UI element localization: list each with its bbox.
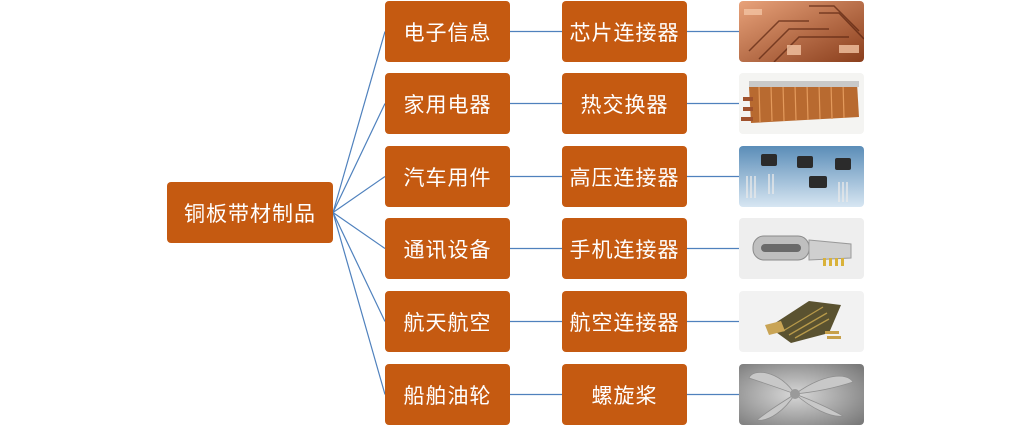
product-label: 热交换器 <box>580 92 669 117</box>
root-to-category-line <box>332 212 386 322</box>
heat-exchanger-photo <box>739 73 864 134</box>
category-node-electronics: 电子信息 <box>385 1 510 62</box>
product-label: 芯片连接器 <box>569 20 680 45</box>
category-label: 航天航空 <box>403 310 492 335</box>
category-node-aerospace: 航天航空 <box>385 291 510 352</box>
root-label: 铜板带材制品 <box>184 201 316 226</box>
product-label: 航空连接器 <box>569 310 680 335</box>
category-label: 船舶油轮 <box>403 383 492 408</box>
category-node-automotive: 汽车用件 <box>385 146 510 207</box>
root-node: 铜板带材制品 <box>167 182 333 243</box>
category-node-marine: 船舶油轮 <box>385 364 510 425</box>
product-node-chip-connector: 芯片连接器 <box>562 1 687 62</box>
root-to-category-line <box>332 103 386 213</box>
product-node-phone-connector: 手机连接器 <box>562 218 687 279</box>
category-label: 汽车用件 <box>403 165 492 190</box>
product-label: 螺旋桨 <box>591 383 658 408</box>
root-to-category-line <box>332 176 386 213</box>
high-voltage-connector-photo <box>739 146 864 207</box>
phone-connector-photo <box>739 218 864 279</box>
category-node-appliances: 家用电器 <box>385 73 510 134</box>
chip-connector-photo <box>739 1 864 62</box>
category-label: 家用电器 <box>403 92 492 117</box>
aviation-connector-photo <box>739 291 864 352</box>
product-label: 高压连接器 <box>569 165 680 190</box>
category-label: 通讯设备 <box>403 237 492 262</box>
product-label: 手机连接器 <box>569 237 680 262</box>
product-node-propeller: 螺旋桨 <box>562 364 687 425</box>
category-node-telecom: 通讯设备 <box>385 218 510 279</box>
root-to-category-line <box>332 212 386 249</box>
product-node-aviation-connector: 航空连接器 <box>562 291 687 352</box>
category-label: 电子信息 <box>403 20 492 45</box>
product-node-hv-connector: 高压连接器 <box>562 146 687 207</box>
propeller-photo <box>739 364 864 425</box>
product-node-heat-exchanger: 热交换器 <box>562 73 687 134</box>
root-to-category-line <box>332 31 386 213</box>
root-to-category-line <box>332 212 386 395</box>
